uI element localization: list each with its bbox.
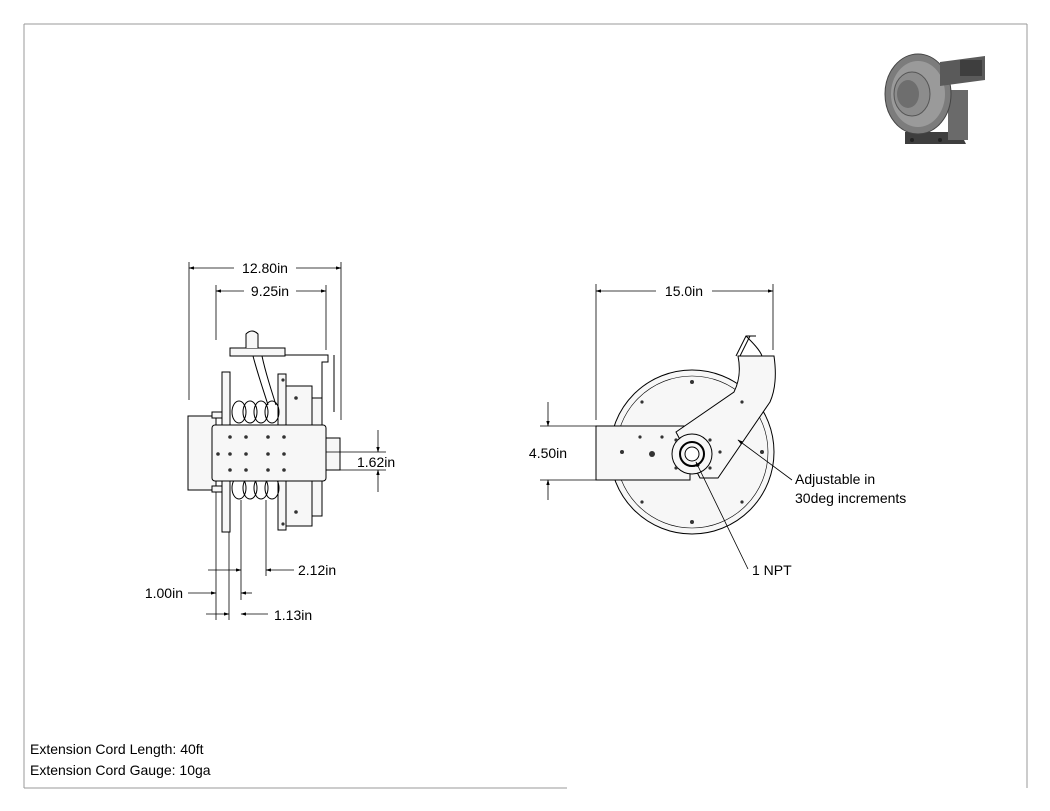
- dim-flange-offset: 1.00in: [145, 585, 183, 601]
- dim-hub-offset: 1.62in: [357, 454, 395, 470]
- note-cord-length: Extension Cord Length: 40ft: [30, 741, 204, 757]
- sheet-border: [23, 23, 1028, 789]
- side-view-dimensions: [188, 262, 386, 620]
- dim-flange-spacing: 1.13in: [274, 607, 312, 623]
- side-view: [187, 330, 341, 533]
- front-view: [595, 335, 776, 535]
- front-view-dimensions: [540, 284, 793, 570]
- dim-drum-offset: 2.12in: [298, 562, 336, 578]
- isometric-view: [884, 53, 985, 144]
- callout-adjustable-line1: Adjustable in: [795, 471, 875, 487]
- callout-adjustable-line2: 30deg increments: [795, 490, 906, 506]
- dim-body-width: 9.25in: [251, 283, 289, 299]
- note-cord-gauge: Extension Cord Gauge: 10ga: [30, 762, 211, 778]
- dim-overall-width: 12.80in: [242, 260, 288, 276]
- dim-hub-width: 15.0in: [665, 283, 703, 299]
- front-view-labels: 15.0in 4.50in Adjustable in 30deg increm…: [529, 283, 906, 578]
- callout-npt: 1 NPT: [752, 562, 792, 578]
- side-view-dimension-labels: 12.80in 9.25in 1.62in 2.12in 1.00in 1.13…: [145, 260, 395, 623]
- dim-plate-height: 4.50in: [529, 445, 567, 461]
